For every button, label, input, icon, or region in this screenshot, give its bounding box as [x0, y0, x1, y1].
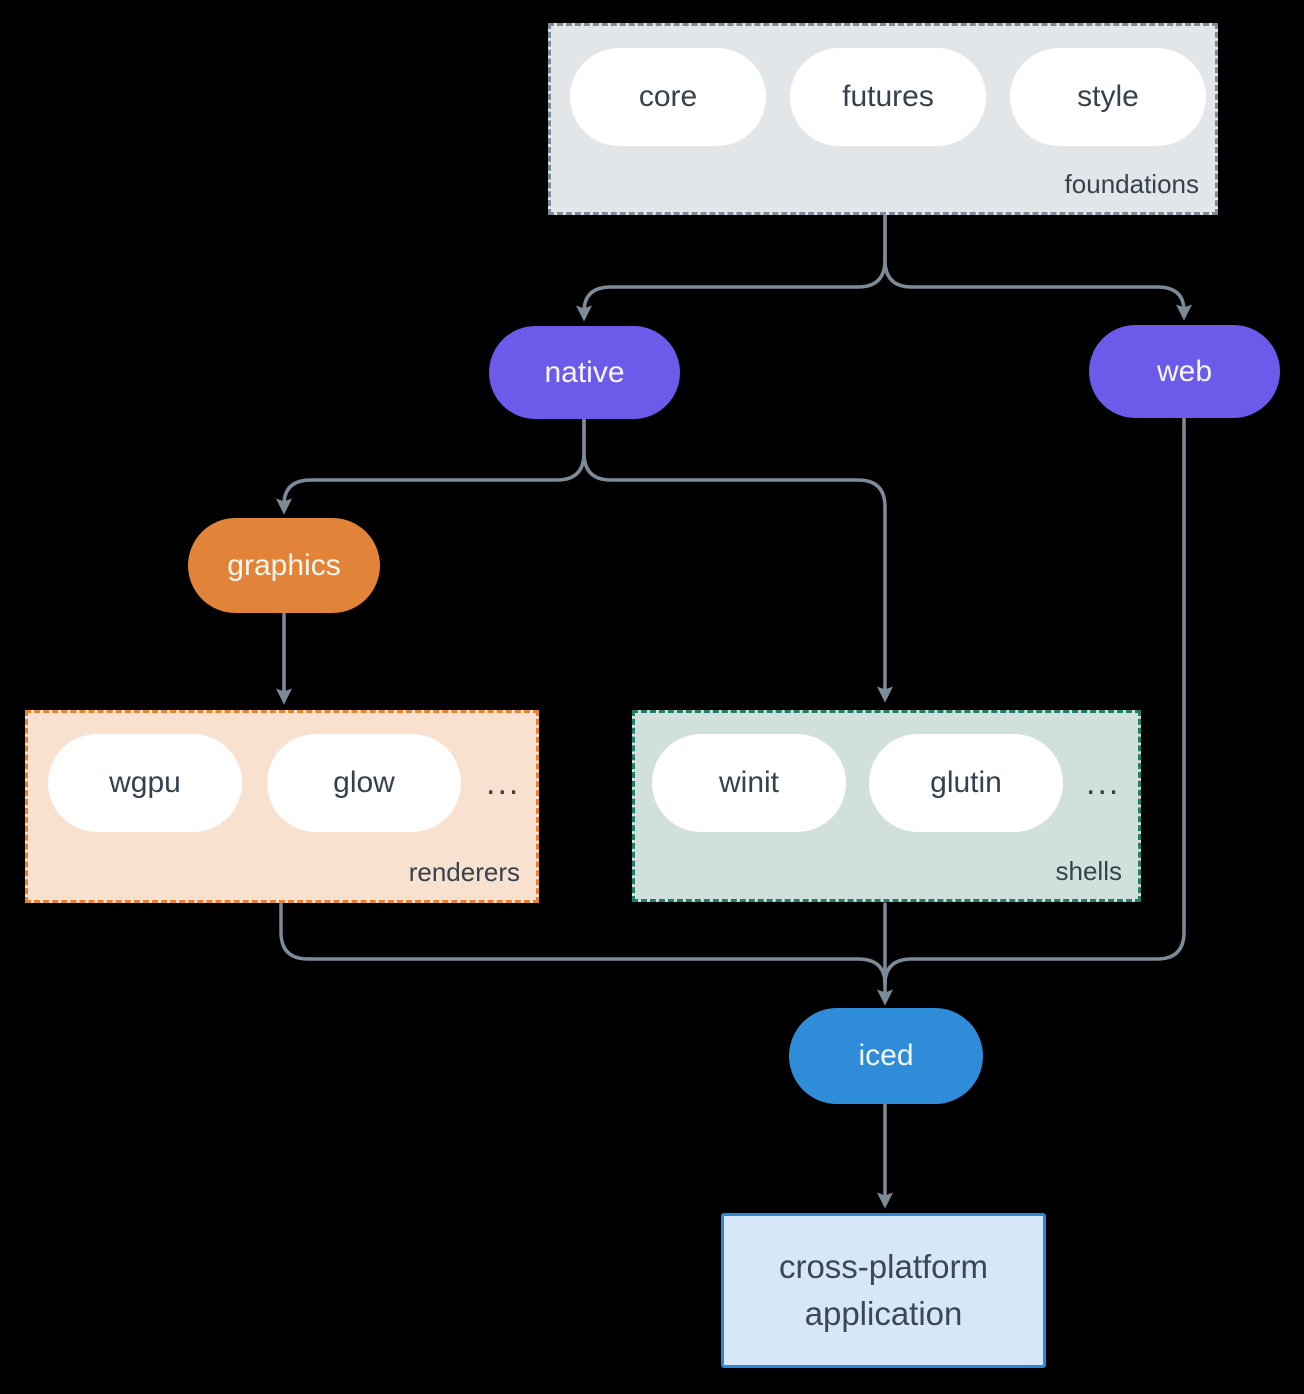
renderers-group: wgpu glow ... renderers: [25, 710, 539, 903]
shells-pills: winit glutin ...: [652, 734, 1138, 832]
node-glutin-label: glutin: [930, 766, 1002, 799]
node-iced: iced: [789, 1008, 983, 1104]
node-glutin: glutin: [869, 734, 1063, 832]
node-native: native: [489, 326, 680, 419]
node-core-label: core: [638, 80, 698, 113]
node-core: core: [570, 48, 766, 146]
application-label-line2: application: [804, 1294, 963, 1332]
node-iced-label: iced: [858, 1039, 914, 1072]
foundations-pills: core futures style: [570, 48, 1215, 146]
edge-native-to-graphics: [275, 418, 586, 515]
node-wgpu-label: wgpu: [109, 766, 181, 799]
edge-foundations-to-native: [575, 213, 887, 322]
shells-group-label: shells: [1055, 856, 1122, 886]
renderers-pills: wgpu glow ...: [48, 734, 536, 832]
edge-renderers-to-junction: [279, 902, 887, 986]
renderers-ellipsis: ...: [486, 763, 521, 802]
foundations-group-label: foundations: [1064, 169, 1199, 199]
node-graphics: graphics: [188, 518, 380, 613]
node-winit-label: winit: [718, 766, 779, 799]
foundations-group: core futures style foundations: [548, 23, 1218, 215]
node-web: web: [1089, 325, 1280, 418]
shells-group: winit glutin ... shells: [632, 710, 1141, 902]
node-graphics-label: graphics: [227, 548, 341, 582]
node-glow: glow: [267, 734, 461, 832]
node-futures-label: futures: [842, 80, 934, 113]
edge-native-to-shells: [582, 418, 894, 703]
node-futures: futures: [790, 48, 986, 146]
node-wgpu: wgpu: [48, 734, 242, 832]
renderers-group-label: renderers: [408, 857, 520, 887]
node-web-label: web: [1156, 354, 1213, 388]
node-glow-label: glow: [333, 766, 395, 799]
node-cross-platform-application: cross-platform application: [721, 1213, 1046, 1368]
application-label-line1: cross-platform: [778, 1247, 989, 1285]
edge-web-to-junction: [883, 417, 1186, 986]
node-winit: winit: [652, 734, 846, 832]
edge-foundations-to-web: [883, 213, 1193, 321]
node-style: style: [1010, 48, 1206, 146]
node-native-label: native: [544, 355, 625, 389]
shells-ellipsis: ...: [1086, 763, 1121, 802]
node-style-label: style: [1077, 80, 1139, 113]
